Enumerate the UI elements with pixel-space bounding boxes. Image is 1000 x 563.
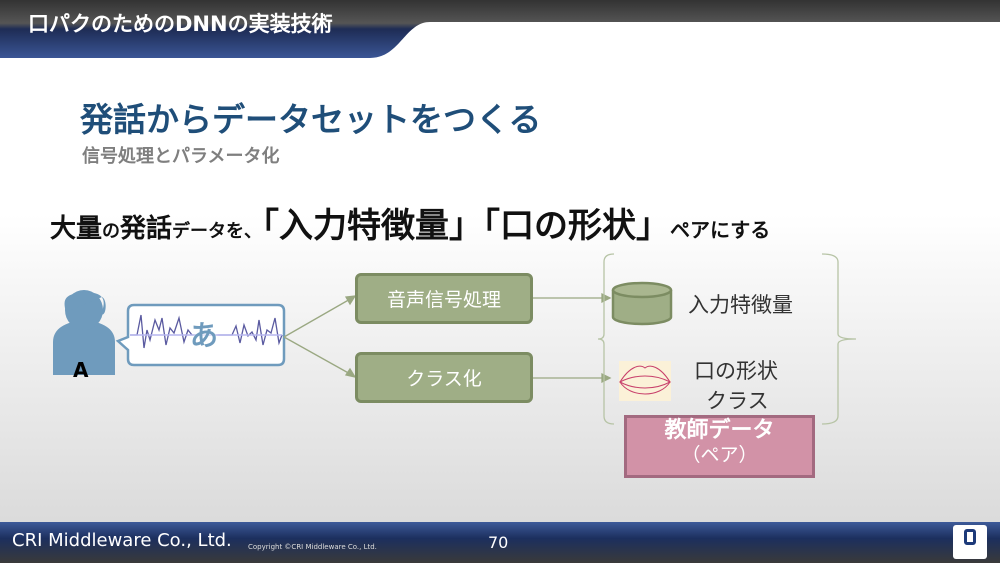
speaker-label: A <box>73 358 89 382</box>
teacher-data-label: 教師データ <box>664 418 775 443</box>
lead-sentence: 大量の発話データを、「入力特徴量」「口の形状」ペアにする <box>50 198 770 247</box>
footer-bar <box>0 522 1000 563</box>
teacher-data-pair: （ペア） <box>681 444 758 467</box>
left-brace <box>597 253 615 425</box>
slide-title: 発話からデータセットをつくる <box>80 100 542 139</box>
output-input-features: 入力特徴量 <box>688 293 793 317</box>
right-brace <box>821 253 857 425</box>
logo-mark-icon <box>964 529 976 545</box>
criware-logo <box>953 525 987 559</box>
output-class: クラス <box>706 389 769 413</box>
person-icon <box>53 290 115 375</box>
company-name: CRI Middleware Co., Ltd. <box>12 530 232 551</box>
lead-part: ペアにする <box>670 218 771 242</box>
process-classification: クラス化 <box>355 352 533 403</box>
copyright: Copyright ©CRI Middleware Co., Ltd. <box>248 543 377 551</box>
lead-part: の <box>102 221 121 242</box>
slide-subtitle: 信号処理とパラメータ化 <box>82 146 280 167</box>
teacher-data-box: 教師データ （ペア） <box>624 415 815 478</box>
lead-part: 大量 <box>50 214 103 244</box>
page-number: 70 <box>488 533 509 552</box>
lead-part: データを、 <box>172 221 263 242</box>
database-icon <box>611 281 673 326</box>
output-mouth-shape: 口の形状 <box>694 359 778 383</box>
speech-character: あ <box>190 319 219 352</box>
header-bar <box>0 0 1000 58</box>
lead-part: 発話 <box>120 214 173 244</box>
waveform-icon <box>130 314 283 349</box>
lips-icon <box>618 361 672 401</box>
header-title: 口パクのためのDNNの実装技術 <box>28 12 333 36</box>
lead-part: 「入力特徴量」「口の形状」 <box>262 206 671 246</box>
process-audio-signal: 音声信号処理 <box>355 273 533 324</box>
